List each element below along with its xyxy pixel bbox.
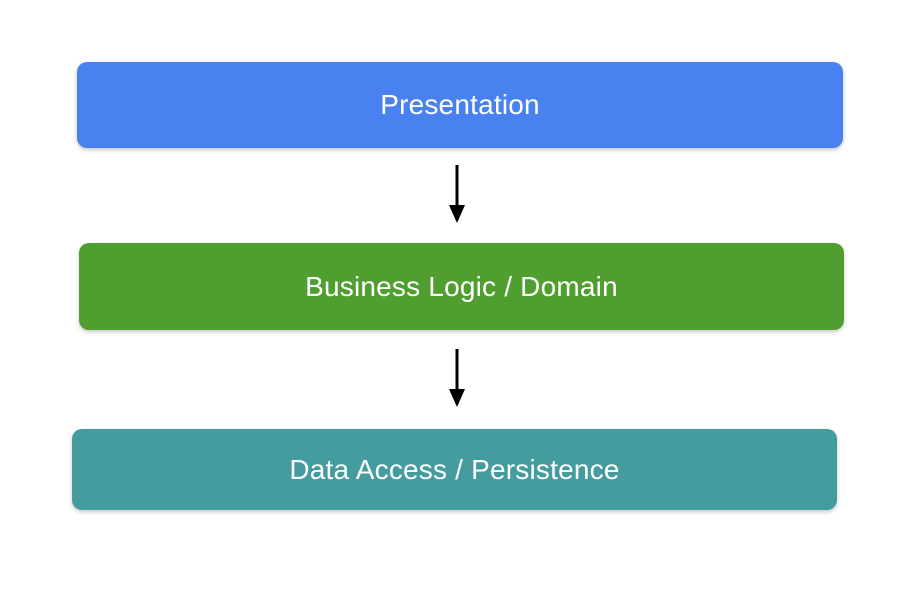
layer-label-data-access: Data Access / Persistence — [289, 453, 620, 485]
layer-box-data-access[interactable]: Data Access / Persistence — [72, 429, 837, 510]
layer-label-business-logic: Business Logic / Domain — [305, 270, 618, 302]
down-arrow-icon — [449, 165, 465, 223]
down-arrow-icon — [449, 349, 465, 407]
layer-label-presentation: Presentation — [380, 89, 540, 120]
layer-box-business-logic[interactable]: Business Logic / Domain — [79, 243, 844, 330]
layer-box-presentation[interactable]: Presentation — [77, 62, 843, 148]
